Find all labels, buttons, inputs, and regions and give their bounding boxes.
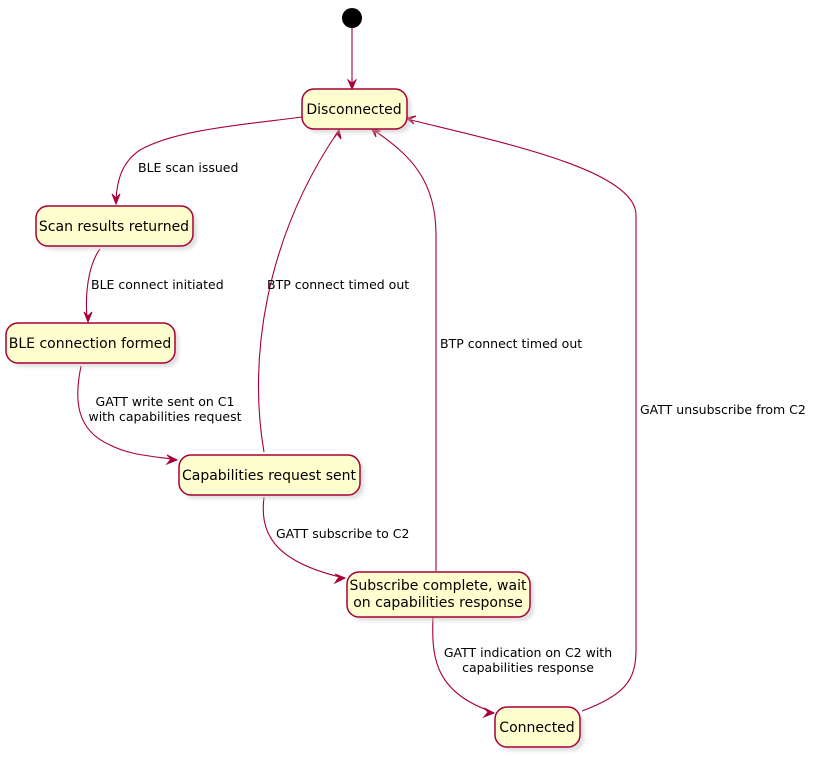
edge-cap-arrowhead — [165, 454, 179, 466]
label-gatt-unsubscribe: GATT unsubscribe from C2 — [640, 402, 806, 417]
state-ble-connection-label: BLE connection formed — [9, 336, 171, 352]
state-scan-results: Scan results returned — [35, 205, 197, 250]
edge-cap-to-subscribe — [262, 496, 341, 578]
label-btp-timeout-2: BTP connect timed out — [440, 336, 582, 351]
edge-start-arrowhead — [346, 78, 358, 91]
label-gatt-write-1: GATT write sent on C1 — [96, 394, 235, 409]
edge-connected-arrowhead — [482, 707, 496, 719]
state-disconnected-label: Disconnected — [306, 102, 401, 118]
label-ble-scan: BLE scan issued — [138, 160, 238, 175]
edge-scan-arrowhead — [111, 193, 121, 206]
edge-connected-to-disconnected — [410, 119, 637, 712]
state-scan-results-label: Scan results returned — [39, 219, 189, 235]
state-subscribe-complete: Subscribe complete, wait on capabilities… — [346, 571, 534, 621]
initial-state-node — [342, 8, 362, 28]
state-subscribe-label-1: Subscribe complete, wait — [350, 578, 527, 594]
state-subscribe-label-2: on capabilities response — [353, 595, 523, 611]
edge-subscribe-to-connected — [432, 613, 491, 712]
label-btp-timeout-1: BTP connect timed out — [267, 277, 409, 292]
state-connected-label: Connected — [499, 720, 574, 736]
edge-cap-to-disconnected — [257, 132, 338, 453]
edge-ble-to-cap — [77, 365, 173, 460]
state-cap-request-label: Capabilities request sent — [182, 468, 357, 484]
edge-subscribe-to-disconnected — [374, 130, 437, 571]
edge-subscribe-arrowhead — [333, 573, 347, 585]
state-ble-connection: BLE connection formed — [5, 322, 179, 367]
label-gatt-subscribe: GATT subscribe to C2 — [276, 526, 409, 541]
state-disconnected: Disconnected — [301, 88, 411, 133]
edge-scan-to-ble — [85, 248, 101, 319]
state-cap-request: Capabilities request sent — [178, 454, 364, 499]
state-connected: Connected — [494, 706, 584, 751]
edge-disconnected-to-scan — [115, 116, 303, 201]
edge-ble-arrowhead — [83, 311, 93, 324]
label-ble-connect: BLE connect initiated — [91, 277, 224, 292]
label-gatt-indication-2: capabilities response — [462, 660, 594, 675]
label-gatt-indication-1: GATT indication on C2 with — [444, 645, 612, 660]
label-gatt-write-2: with capabilities request — [88, 409, 241, 424]
